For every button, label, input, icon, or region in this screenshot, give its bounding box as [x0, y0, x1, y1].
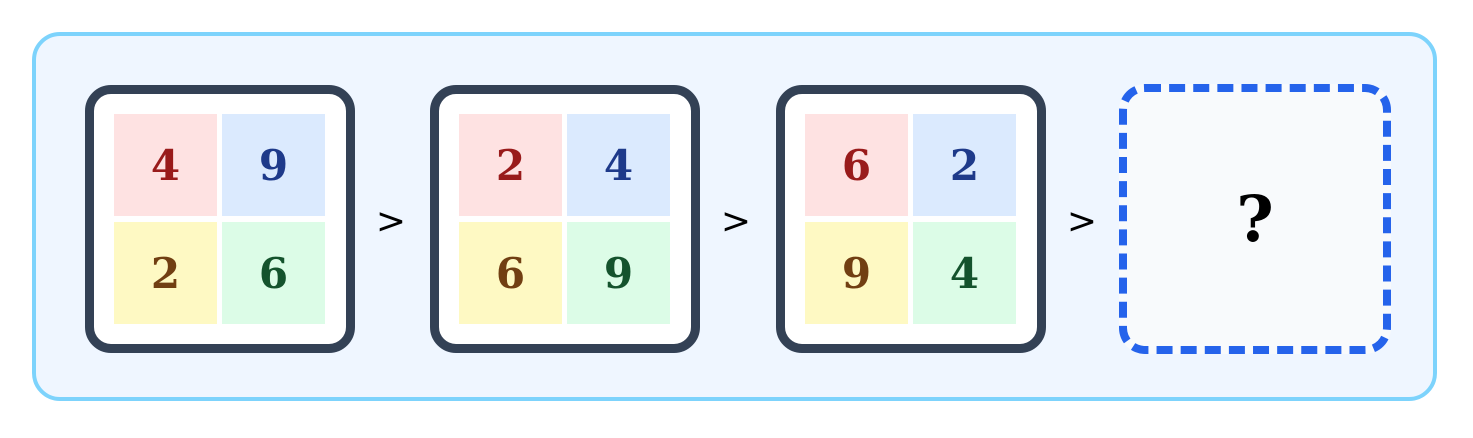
grid-1-bottom-left-cell: 2 [114, 222, 217, 324]
grid-1-top-right-cell: 9 [222, 114, 325, 216]
grid-2-top-right-cell: 4 [567, 114, 670, 216]
grid-2-bottom-right-cell: 9 [567, 222, 670, 324]
grid-3-bottom-right-cell: 4 [913, 222, 1016, 324]
grid-3-top-left-cell: 6 [805, 114, 908, 216]
answer-placeholder-box[interactable]: ? [1119, 84, 1391, 354]
grid-card-1: 4 9 2 6 [85, 85, 355, 353]
grid-card-3: 6 2 9 4 [776, 85, 1046, 353]
sequence-arrow-2: > [720, 200, 752, 242]
grid-1-top-left-cell: 4 [114, 114, 217, 216]
grid-1-bottom-right-cell: 6 [222, 222, 325, 324]
grid-2-bottom-left-cell: 6 [459, 222, 562, 324]
sequence-arrow-3: > [1066, 200, 1098, 242]
grid-2-top-left-cell: 2 [459, 114, 562, 216]
grid-3-bottom-left-cell: 9 [805, 222, 908, 324]
grid-card-2: 2 4 6 9 [430, 85, 700, 353]
sequence-arrow-1: > [375, 200, 407, 242]
grid-3-top-right-cell: 2 [913, 114, 1016, 216]
